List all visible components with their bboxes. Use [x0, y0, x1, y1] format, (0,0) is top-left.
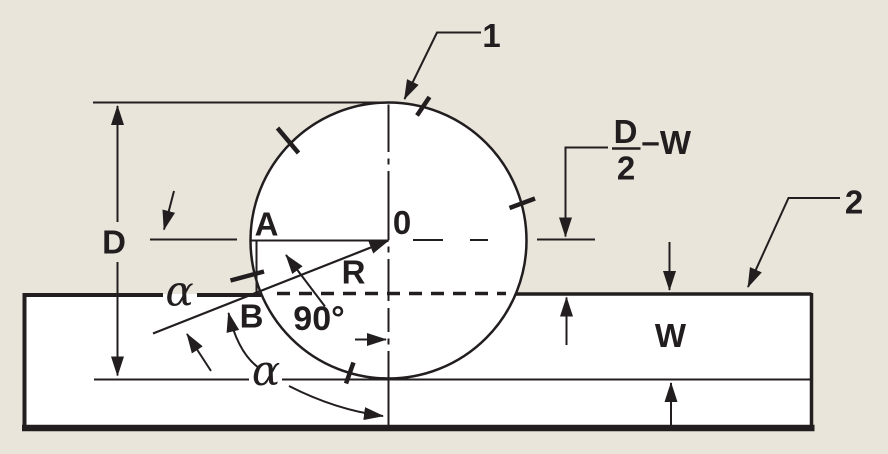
alpha-indicator-arrow-1: [186, 333, 212, 372]
leader-line-2: [747, 197, 840, 288]
offset-denominator-label: 2: [617, 150, 635, 187]
callout-1: 1: [403, 17, 501, 100]
dimension-d: D: [102, 105, 126, 377]
tick-mark: [508, 196, 536, 211]
alpha-bottom-label: α: [252, 346, 280, 395]
tick-mark: [415, 95, 432, 117]
center-o-label: 0: [393, 204, 411, 241]
callout-1-label: 1: [482, 17, 500, 54]
tick-mark: [343, 361, 356, 385]
right-angle-arrow: [285, 254, 326, 308]
leader-line-1: [403, 31, 481, 100]
dimension-offset: D 2 – W: [537, 113, 692, 345]
offset-bracket-arrow: [559, 146, 608, 238]
radius-ob-line: [152, 239, 390, 335]
point-a-label: A: [255, 206, 279, 243]
tick-mark: [229, 269, 265, 283]
alpha-indicator-arrow-2: [226, 312, 260, 369]
dimension-w: W: [655, 242, 687, 428]
point-b-label: B: [240, 298, 264, 335]
callout-2: 2: [747, 184, 863, 288]
offset-term-label: W: [660, 124, 692, 161]
d-dimension-label: D: [102, 224, 126, 261]
center-height-arrow-left: [162, 190, 176, 231]
alpha-edge-label: α: [165, 267, 193, 316]
angle-indicators: [186, 254, 387, 421]
offset-numerator-label: D: [614, 113, 638, 150]
horizontal-centerline: [251, 239, 488, 242]
w-dimension-label: W: [655, 317, 687, 354]
radius-r-label: R: [342, 254, 366, 291]
tick-mark: [275, 126, 301, 155]
tick-marks: [229, 95, 536, 385]
offset-minus-sign: –: [641, 123, 659, 160]
alpha-arc-arrow: [288, 385, 384, 421]
callout-2-label: 2: [845, 184, 863, 221]
right-angle-label: 90°: [293, 300, 344, 338]
